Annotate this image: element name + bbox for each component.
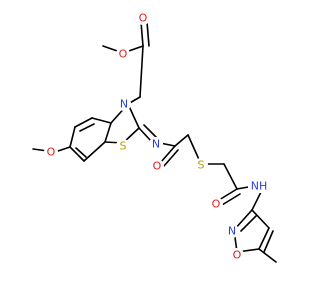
- bond-c5-c6: [69, 126, 76, 148]
- atom-label-n-imine: N: [152, 138, 160, 151]
- atom-label-o-methoxy: O: [47, 146, 56, 159]
- atom-label-o-ester-carbonyl: O: [139, 12, 148, 25]
- bond-isoxazole-c3-n-inner: [240, 215, 257, 232]
- bonds: [32, 21, 277, 263]
- bond-ring-inner-2: [75, 147, 87, 158]
- atom-nh-amide2: NH: [248, 179, 270, 193]
- atom-o-ester-carbonyl: O: [136, 11, 150, 25]
- bond-ester-c-o-double-1: [140, 21, 144, 47]
- bond-amide1-c-ch2: [174, 134, 189, 147]
- atom-label-o-amide2: O: [212, 198, 221, 211]
- atom-label-s-thioether: S: [198, 159, 205, 172]
- bond-nh-isoxazole-c3: [251, 189, 263, 211]
- bond-ch2-amide2-c: [223, 163, 238, 190]
- atom-s-thioether: S: [194, 158, 208, 172]
- bond-c4-c5: [74, 117, 93, 128]
- molecule-structure-diagram: O O N O S N O S: [32, 11, 277, 263]
- atom-n-imine: N: [149, 137, 163, 151]
- bond-amide1-c-o-1: [160, 145, 176, 163]
- bond-n-c2: [127, 103, 140, 129]
- atom-label-o-amide1: O: [153, 160, 162, 173]
- atom-o-isoxazole: O: [230, 248, 244, 262]
- bond-c3a-c7a: [104, 122, 112, 143]
- bond-c2-n-imine-2: [143, 124, 157, 138]
- atom-labels: O O N O S N O S: [44, 11, 270, 262]
- atom-s-thiazole: S: [116, 139, 130, 153]
- atom-label-o-isoxazole: O: [233, 249, 242, 262]
- bond-c3a-c4: [91, 117, 112, 124]
- bond-amide2-c-o-2: [221, 193, 241, 206]
- atom-o-amide1: O: [150, 159, 164, 173]
- bond-ester-c-ch2: [139, 45, 144, 98]
- atom-label-n-isoxazole: N: [228, 225, 236, 238]
- bond-isoxazole-c4-c3: [251, 209, 270, 229]
- bond-isoxazole-c5-c4-2: [263, 230, 274, 253]
- bond-isoxazole-c5-methyl: [258, 248, 277, 263]
- atom-o-methoxy: O: [44, 145, 58, 159]
- atom-o-ester: O: [116, 47, 130, 61]
- atom-label-n-thiazole: N: [120, 98, 128, 111]
- atom-label-nh-amide2: NH: [251, 180, 268, 193]
- bond-c2-n-imine-1: [138, 127, 152, 142]
- bond-ring-inner-1: [79, 123, 95, 132]
- atom-o-amide2: O: [209, 197, 223, 211]
- bond-amide1-c-o-2: [163, 149, 179, 167]
- bond-amide2-c-o-1: [218, 188, 238, 201]
- atom-label-s-thiazole: S: [120, 140, 127, 153]
- bond-c6-c7: [69, 146, 85, 162]
- atom-label-o-ester: O: [119, 48, 128, 61]
- bond-c7-c7a: [83, 141, 106, 162]
- atom-n-isoxazole: N: [225, 224, 239, 238]
- bond-ester-c-o-double-2: [146, 21, 150, 47]
- atom-n-thiazole: N: [117, 97, 131, 111]
- bond-isoxazole-c5-c4-1: [258, 227, 270, 250]
